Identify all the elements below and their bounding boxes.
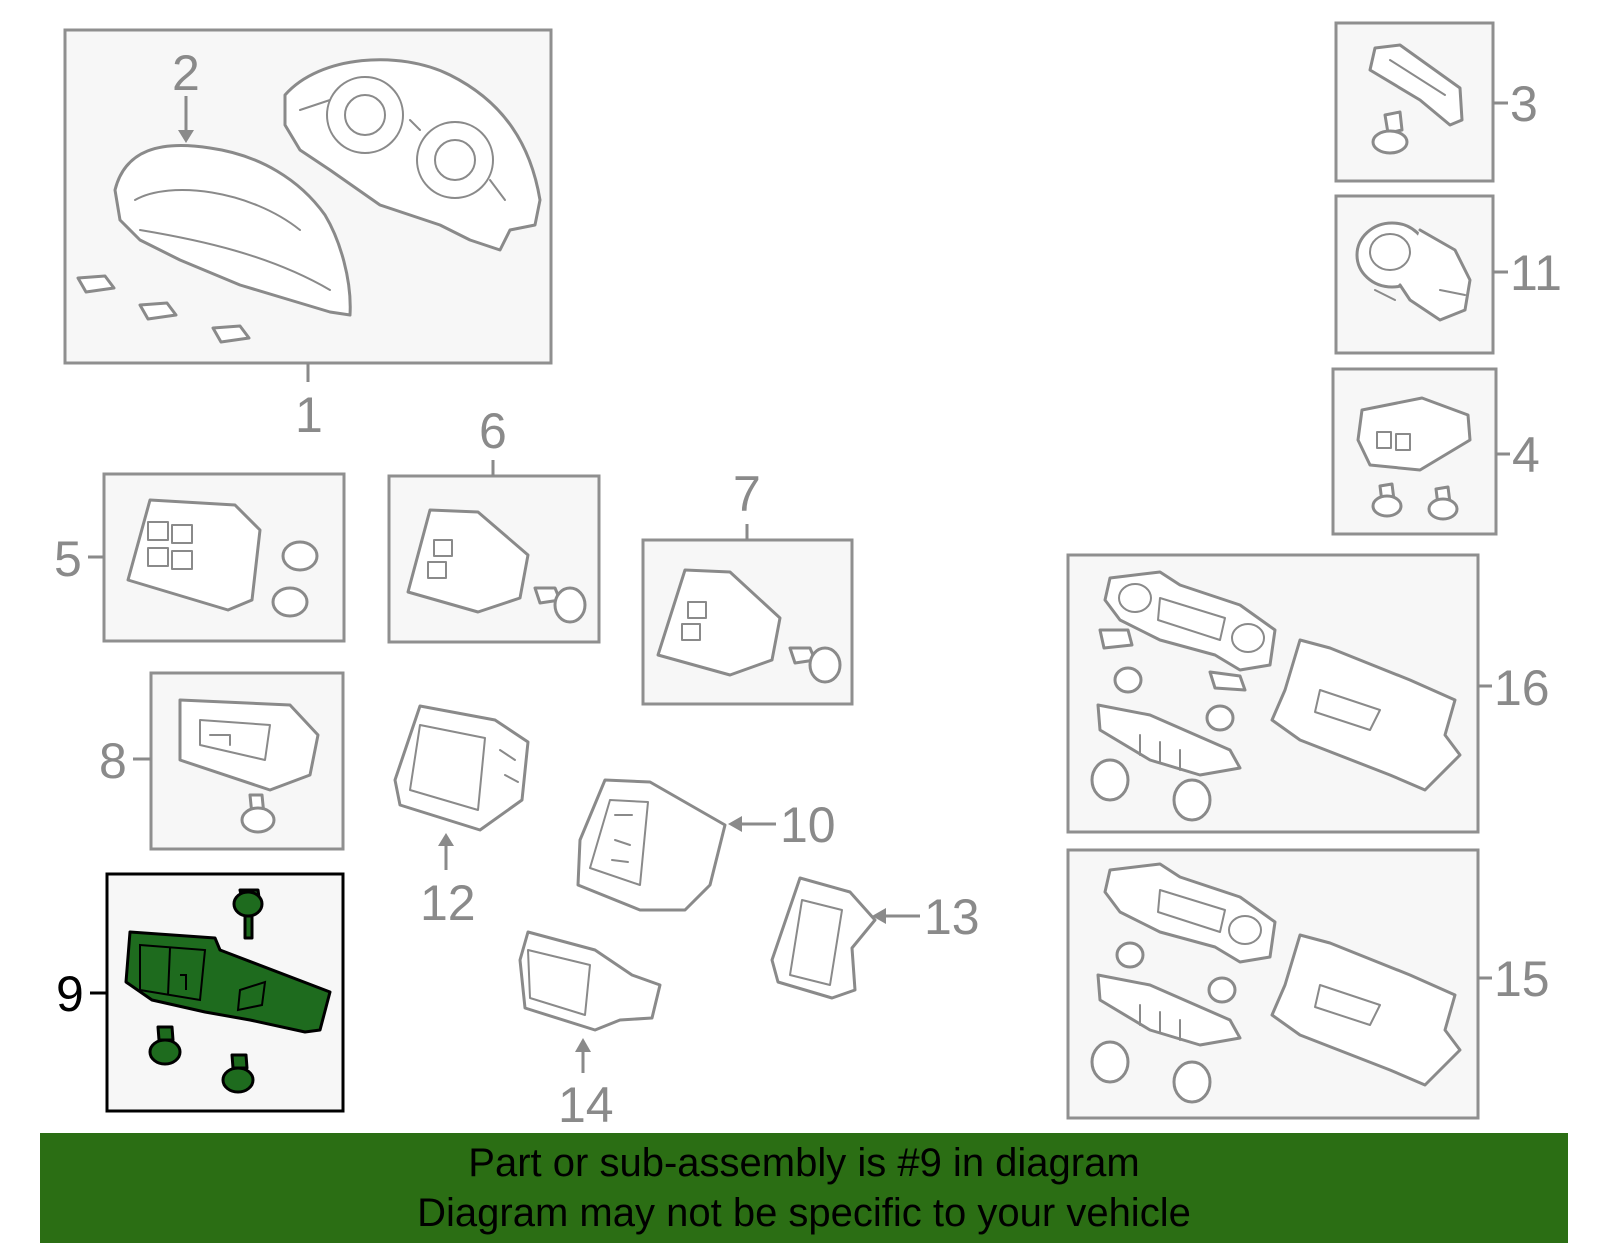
part-group-5[interactable]: [102, 472, 346, 643]
part-group-12[interactable]: [393, 704, 530, 832]
callout-2: 2: [172, 45, 200, 101]
callout-15: 15: [1494, 951, 1550, 1007]
part-group-11[interactable]: [1334, 194, 1495, 355]
callout-7: 7: [733, 466, 761, 522]
part-group-14[interactable]: [518, 930, 662, 1032]
callout-14: 14: [558, 1077, 614, 1133]
callout-6: 6: [479, 403, 507, 459]
callout-4: 4: [1512, 427, 1540, 483]
banner-line-disclaimer: Diagram may not be specific to your vehi…: [417, 1191, 1191, 1235]
callout-11: 11: [1510, 245, 1562, 301]
callout-9: 9: [56, 966, 84, 1022]
part-group-4[interactable]: [1331, 367, 1498, 536]
callout-3: 3: [1510, 76, 1538, 132]
part-group-6[interactable]: [387, 474, 601, 644]
part-group-8[interactable]: [149, 671, 345, 851]
part-group-7[interactable]: [641, 538, 854, 706]
part-group-16[interactable]: [1066, 553, 1480, 834]
part-group-13[interactable]: [770, 876, 877, 1000]
part-group-15[interactable]: [1066, 848, 1480, 1120]
part-group-10[interactable]: [576, 778, 727, 912]
callout-13: 13: [924, 889, 980, 945]
part-group-1[interactable]: [63, 28, 553, 365]
callout-10: 10: [780, 797, 836, 853]
callout-1: 1: [295, 387, 323, 443]
info-banner: Part or sub-assembly is #9 in diagram Di…: [40, 1133, 1568, 1243]
callout-8: 8: [99, 733, 127, 789]
part-group-3[interactable]: [1334, 21, 1495, 183]
banner-line-part: Part or sub-assembly is #9 in diagram: [468, 1141, 1140, 1185]
callout-5: 5: [54, 531, 82, 587]
callout-12: 12: [420, 875, 476, 931]
callout-16: 16: [1494, 660, 1550, 716]
part-group-9[interactable]: [105, 872, 345, 1113]
